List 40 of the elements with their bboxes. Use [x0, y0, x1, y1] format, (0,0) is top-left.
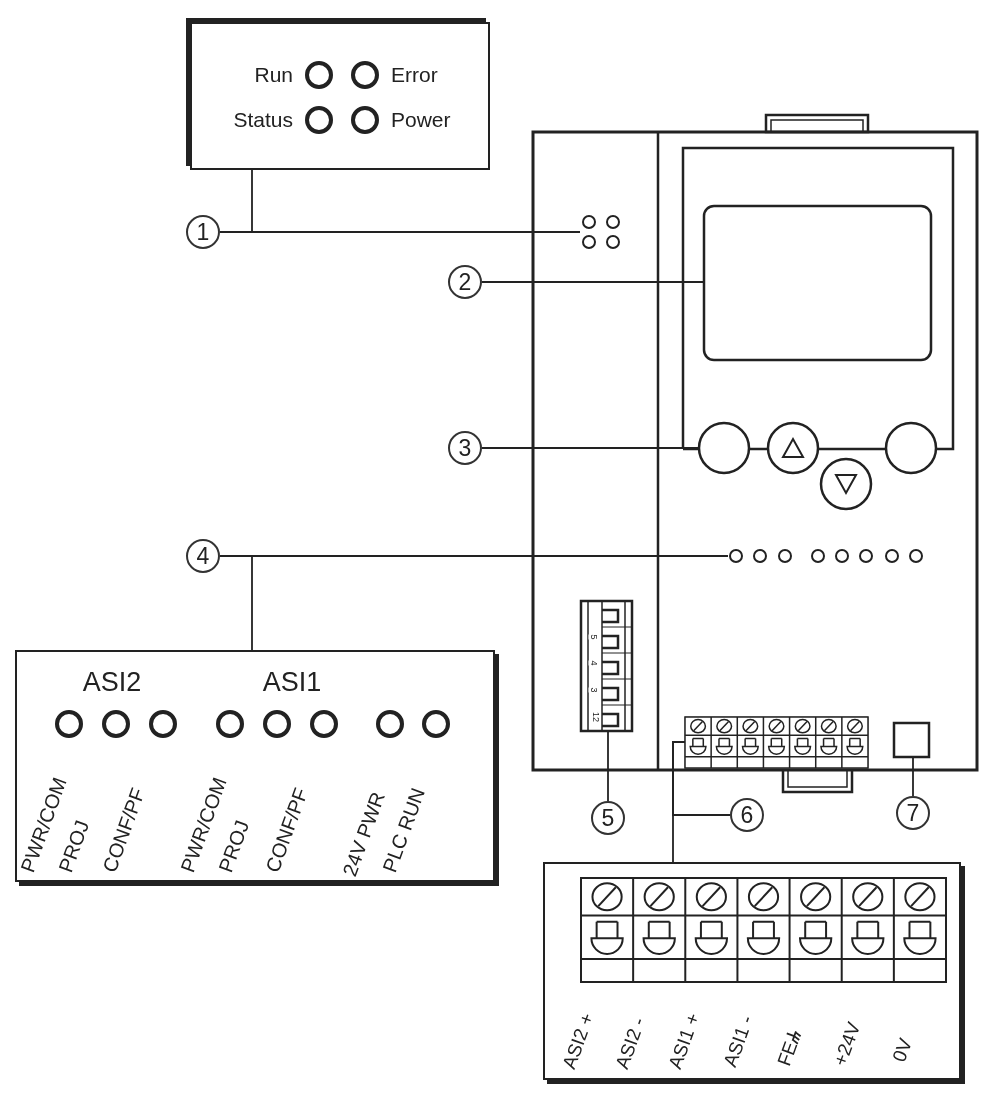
led-label: Power	[391, 108, 451, 132]
terminal-label: FE	[773, 1038, 803, 1069]
group-heading: ASI2	[82, 667, 142, 697]
led-label: Status	[233, 108, 293, 132]
leader-line	[481, 447, 699, 449]
callout-number: 5	[591, 801, 625, 835]
callout-number: 3	[448, 431, 482, 465]
led-row	[728, 548, 924, 564]
terminal-label: ASI2 +	[558, 1010, 599, 1072]
pin-number: 5	[588, 634, 599, 640]
leader-line	[912, 757, 914, 797]
terminal-label: ASI1 -	[719, 1012, 759, 1070]
led-label: Run	[254, 63, 293, 87]
callout-number: 7	[896, 796, 930, 830]
plug-connector	[580, 600, 633, 732]
down-arrow-button	[820, 458, 872, 510]
leader-line	[251, 169, 581, 233]
led-label: Error	[391, 63, 438, 87]
leader-line	[672, 741, 686, 863]
round-button	[885, 422, 937, 474]
callout-number: 1	[186, 215, 220, 249]
terminal-label: +24V	[829, 1019, 866, 1069]
pin-number: 12	[591, 712, 601, 722]
callout-number: 4	[186, 539, 220, 573]
callout-number: 2	[448, 265, 482, 299]
terminal-label: ASI1 +	[664, 1010, 705, 1072]
terminal-label: ASI2 -	[611, 1014, 651, 1072]
callout-number: 6	[730, 798, 764, 832]
led-cluster	[580, 213, 622, 251]
pin-number: 3	[588, 687, 599, 693]
display-screen	[703, 205, 932, 361]
interface-port	[893, 722, 930, 758]
up-arrow-button	[767, 422, 819, 474]
leader-line	[607, 731, 609, 802]
group-heading: ASI1	[262, 667, 322, 697]
round-button	[698, 422, 750, 474]
terminal-label: 0V	[888, 1035, 917, 1065]
leader-line	[481, 281, 704, 283]
terminal-block	[685, 717, 868, 768]
pin-number: 4	[588, 660, 599, 666]
